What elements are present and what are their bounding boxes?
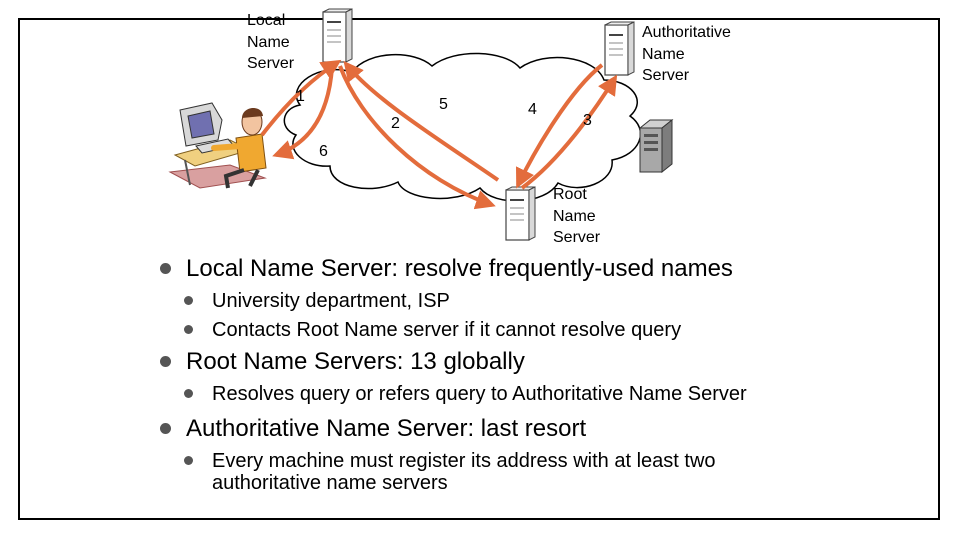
bullet-root-name-servers: Root Name Servers: 13 globally: [160, 347, 920, 377]
slide-frame: [18, 18, 940, 520]
arrow-5-root-to-local: [343, 60, 500, 182]
step-1-label: 1: [296, 88, 305, 105]
arrow-2-local-to-root: [338, 65, 496, 210]
bullet-list: Local Name Server: resolve frequently-us…: [160, 254, 920, 494]
arrow-6-local-to-user: [272, 67, 334, 160]
bullet-dot: [160, 423, 171, 434]
bullet-dot: [160, 356, 171, 367]
host-computer-icon: [638, 118, 674, 174]
bullet-authoritative-name-server: Authoritative Name Server: last resort: [160, 414, 920, 444]
bullet-dot: [184, 456, 193, 465]
bullet-dot: [184, 296, 193, 305]
bullet-local-name-server: Local Name Server: resolve frequently-us…: [160, 254, 920, 284]
arrow-3-root-to-authoritative: [520, 74, 618, 190]
step-3-label: 3: [583, 112, 592, 129]
sub-bullet: University department, ISP: [160, 290, 920, 312]
step-2-label: 2: [391, 115, 400, 132]
authoritative-server-label: Authoritative Name Server: [642, 24, 731, 84]
user-at-computer-icon: [168, 102, 267, 189]
arrow-1-query-to-local-server: [260, 59, 342, 137]
sub-bullet: Every machine must register its address …: [160, 450, 812, 494]
sub-bullet: Resolves query or refers query to Author…: [160, 383, 772, 405]
step-6-label: 6: [319, 143, 328, 160]
bullet-dot: [184, 389, 193, 398]
bullet-dot: [184, 325, 193, 334]
root-server-label: Root Name Server: [553, 186, 601, 246]
local-server-label: Local Name Server: [247, 12, 295, 72]
step-4-label: 4: [528, 101, 537, 118]
authoritative-server-icon: [604, 21, 635, 76]
sub-bullet: Contacts Root Name server if it cannot r…: [160, 319, 920, 341]
root-server-icon: [505, 186, 536, 241]
local-server-icon: [322, 8, 353, 63]
step-5-label: 5: [439, 96, 448, 113]
arrow-4-authoritative-to-root: [515, 63, 604, 189]
bullet-dot: [160, 263, 171, 274]
